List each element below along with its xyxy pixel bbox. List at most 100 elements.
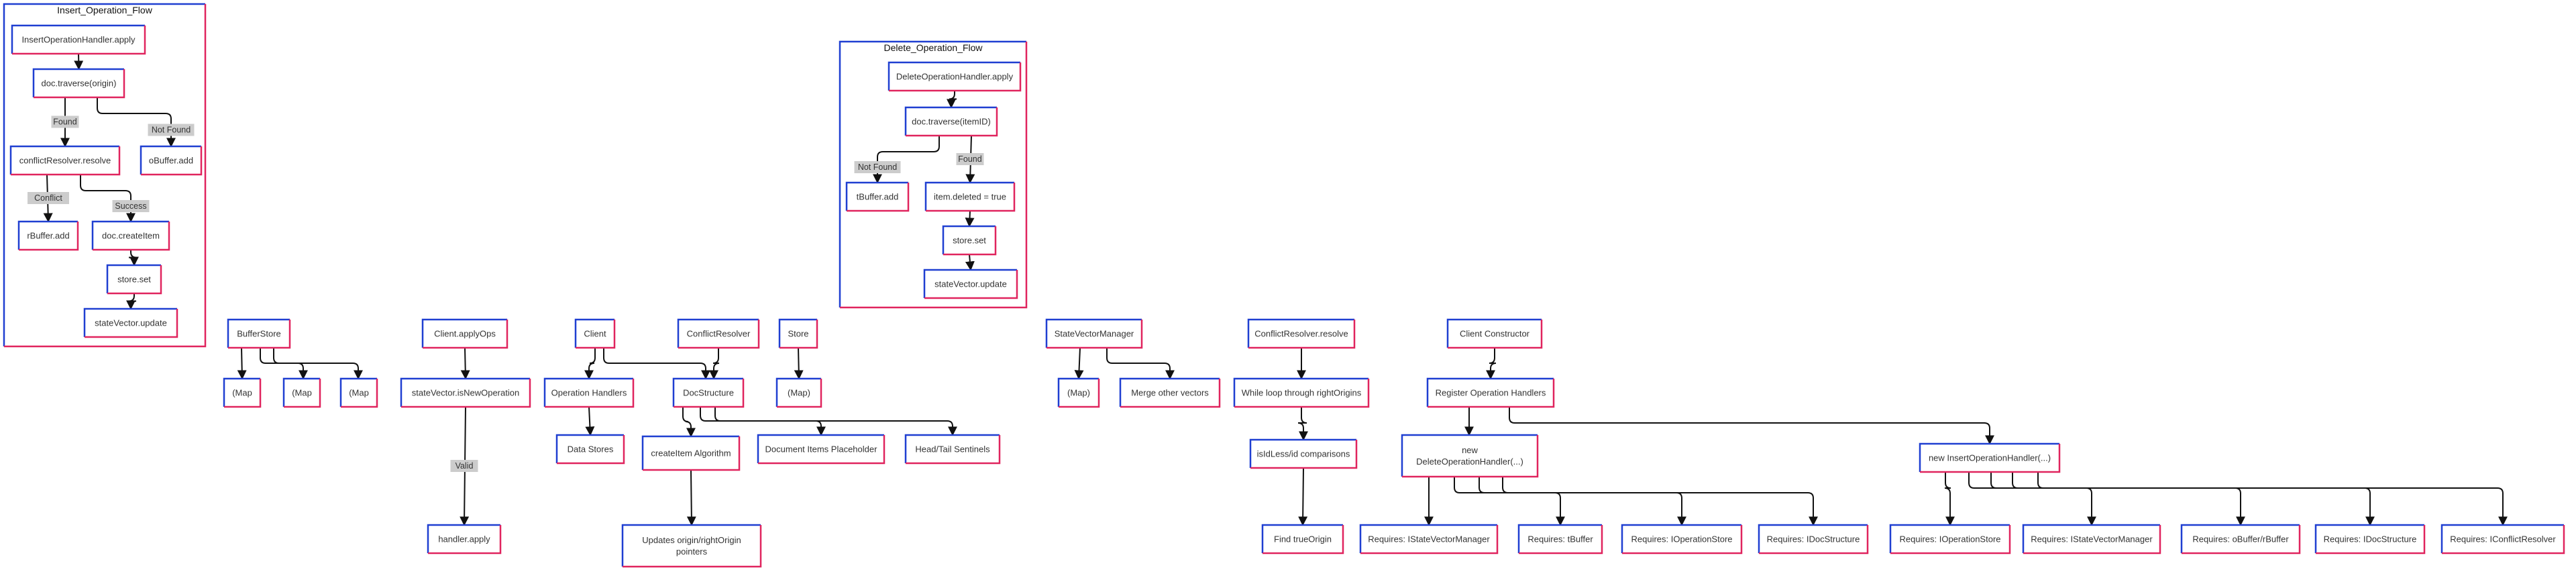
node-label: InsertOperationHandler.apply bbox=[21, 35, 136, 45]
node-crr[interactable]: ConflictResolver.resolve bbox=[1247, 318, 1356, 349]
node-label: Client bbox=[584, 329, 606, 339]
node-crr1[interactable]: While loop through rightOrigins bbox=[1233, 377, 1370, 408]
node-cr[interactable]: ConflictResolver bbox=[677, 318, 760, 349]
edge-label-bg bbox=[956, 153, 984, 165]
node-svm2[interactable]: Merge other vectors bbox=[1119, 377, 1221, 408]
edge-nih-r5 bbox=[1944, 472, 1955, 526]
node-label: doc.createItem bbox=[102, 231, 160, 241]
edge-cr-ds bbox=[709, 348, 720, 380]
node-d2[interactable]: doc.traverse(itemID) bbox=[904, 106, 998, 137]
node-label: handler.apply bbox=[438, 534, 490, 544]
node-r5[interactable]: Requires: IOperationStore bbox=[1889, 524, 2011, 555]
node-ca[interactable]: Client.applyOps bbox=[421, 318, 508, 349]
node-i4[interactable]: oBuffer.add bbox=[140, 145, 203, 176]
edge-cl-oh bbox=[584, 348, 596, 380]
node-crr3[interactable]: Find trueOrigin bbox=[1261, 524, 1344, 555]
node-cc[interactable]: Client Constructor bbox=[1446, 318, 1543, 349]
node-label: Merge other vectors bbox=[1131, 388, 1209, 398]
node-roh[interactable]: Register Operation Handlers bbox=[1426, 377, 1555, 408]
node-bs[interactable]: BufferStore bbox=[227, 318, 291, 349]
node-i7[interactable]: store.set bbox=[106, 264, 162, 295]
node-label: Operation Handlers bbox=[551, 388, 627, 398]
edge-cl-ds bbox=[603, 348, 710, 380]
node-i8[interactable]: stateVector.update bbox=[83, 307, 178, 338]
edge-label: Found bbox=[958, 154, 981, 164]
node-bs1[interactable]: (Map bbox=[223, 377, 262, 408]
node-bs3[interactable]: (Map bbox=[339, 377, 378, 408]
node-label: While loop through rightOrigins bbox=[1242, 388, 1362, 398]
node-r4[interactable]: Requires: IDocStructure bbox=[1758, 524, 1869, 555]
edge-st-stm bbox=[794, 347, 804, 380]
node-r2[interactable]: Requires: tBuffer bbox=[1517, 524, 1603, 555]
node-label: new bbox=[1462, 445, 1478, 455]
edge-ds-cia bbox=[682, 407, 696, 438]
node-r6[interactable]: Requires: IStateVectorManager bbox=[2022, 524, 2161, 555]
node-r9[interactable]: Requires: IConflictResolver bbox=[2440, 524, 2565, 555]
node-hts[interactable]: Head/Tail Sentinels bbox=[904, 434, 1001, 465]
node-i2[interactable]: doc.traverse(origin) bbox=[32, 68, 125, 99]
node-label: item.deleted = true bbox=[934, 192, 1006, 202]
edge-label-bg bbox=[854, 161, 901, 173]
node-crr2[interactable]: isIdLess/id comparisons bbox=[1249, 438, 1358, 469]
node-label: BufferStore bbox=[237, 329, 281, 339]
node-label: Requires: IDocStructure bbox=[2324, 534, 2417, 544]
node-i3[interactable]: conflictResolver.resolve bbox=[9, 145, 121, 176]
node-svm1[interactable]: (Map) bbox=[1057, 377, 1100, 408]
node-label: Register Operation Handlers bbox=[1436, 388, 1546, 398]
node-dip[interactable]: Document Items Placeholder bbox=[757, 434, 885, 465]
node-d3[interactable]: tBuffer.add bbox=[845, 181, 910, 212]
node-r1[interactable]: Requires: IStateVectorManager bbox=[1359, 524, 1499, 555]
node-label: conflictResolver.resolve bbox=[19, 156, 111, 166]
node-label: Requires: IOperationStore bbox=[1631, 534, 1732, 544]
node-i1[interactable]: InsertOperationHandler.apply bbox=[11, 24, 146, 55]
node-label: ConflictResolver.resolve bbox=[1254, 329, 1348, 339]
node-label: rBuffer.add bbox=[27, 231, 69, 241]
edge-i3-i6: Success bbox=[80, 175, 150, 223]
node-label: DeleteOperationHandler(...) bbox=[1416, 457, 1523, 467]
node-cl[interactable]: Client bbox=[574, 318, 616, 349]
node-r8[interactable]: Requires: IDocStructure bbox=[2314, 524, 2426, 555]
node-d1[interactable]: DeleteOperationHandler.apply bbox=[888, 61, 1022, 92]
node-dst[interactable]: Data Stores bbox=[555, 434, 625, 465]
node-d4[interactable]: item.deleted = true bbox=[924, 181, 1016, 212]
node-i5[interactable]: rBuffer.add bbox=[17, 220, 79, 251]
node-ds[interactable]: DocStructure bbox=[672, 377, 745, 408]
node-st[interactable]: Store bbox=[778, 318, 818, 349]
edge-roh-nih bbox=[1509, 407, 1994, 445]
node-svm[interactable]: StateVectorManager bbox=[1045, 318, 1143, 349]
node-cia[interactable]: createItem Algorithm bbox=[641, 435, 741, 471]
subgraph-delete: Delete_Operation_Flow bbox=[839, 40, 1028, 309]
node-label: Requires: IOperationStore bbox=[1899, 534, 2000, 544]
node-label: (Map) bbox=[1067, 388, 1090, 398]
edge-bs-bs1 bbox=[237, 347, 247, 380]
edge-svm-svm1 bbox=[1074, 347, 1084, 380]
node-label: Requires: IDocStructure bbox=[1767, 534, 1860, 544]
node-nih[interactable]: new InsertOperationHandler(...) bbox=[1919, 442, 2061, 473]
edge-cia-uop bbox=[686, 469, 696, 526]
node-ca1[interactable]: stateVector.isNewOperation bbox=[400, 377, 531, 408]
edge-label-bg bbox=[450, 460, 478, 472]
edge-nih-r7 bbox=[1990, 472, 2245, 526]
node-d6[interactable]: stateVector.update bbox=[923, 269, 1018, 299]
node-layer: InsertOperationHandler.apply doc.traverse… bbox=[9, 24, 2565, 568]
edge-cc-roh bbox=[1486, 348, 1497, 380]
node-oh[interactable]: Operation Handlers bbox=[543, 377, 635, 408]
edge-nih-r9 bbox=[2037, 472, 2508, 526]
node-ca2[interactable]: handler.apply bbox=[427, 524, 502, 555]
node-label: (Map) bbox=[788, 388, 810, 398]
edge-label: Success bbox=[115, 201, 146, 211]
node-stm[interactable]: (Map) bbox=[775, 377, 822, 408]
node-d5[interactable]: store.set bbox=[942, 225, 997, 256]
node-i6[interactable]: doc.createItem bbox=[91, 220, 170, 251]
node-label: Requires: tBuffer bbox=[1527, 534, 1593, 544]
edge-d2-d4: Found bbox=[956, 135, 984, 184]
edge-crr1-crr2 bbox=[1297, 407, 1308, 441]
node-r7[interactable]: Requires: oBuffer/rBuffer bbox=[2180, 524, 2301, 555]
node-label: store.set bbox=[117, 275, 151, 285]
edge-svm-svm2 bbox=[1106, 348, 1175, 380]
node-bs2[interactable]: (Map bbox=[282, 377, 321, 408]
node-r3[interactable]: Requires: IOperationStore bbox=[1621, 524, 1743, 555]
